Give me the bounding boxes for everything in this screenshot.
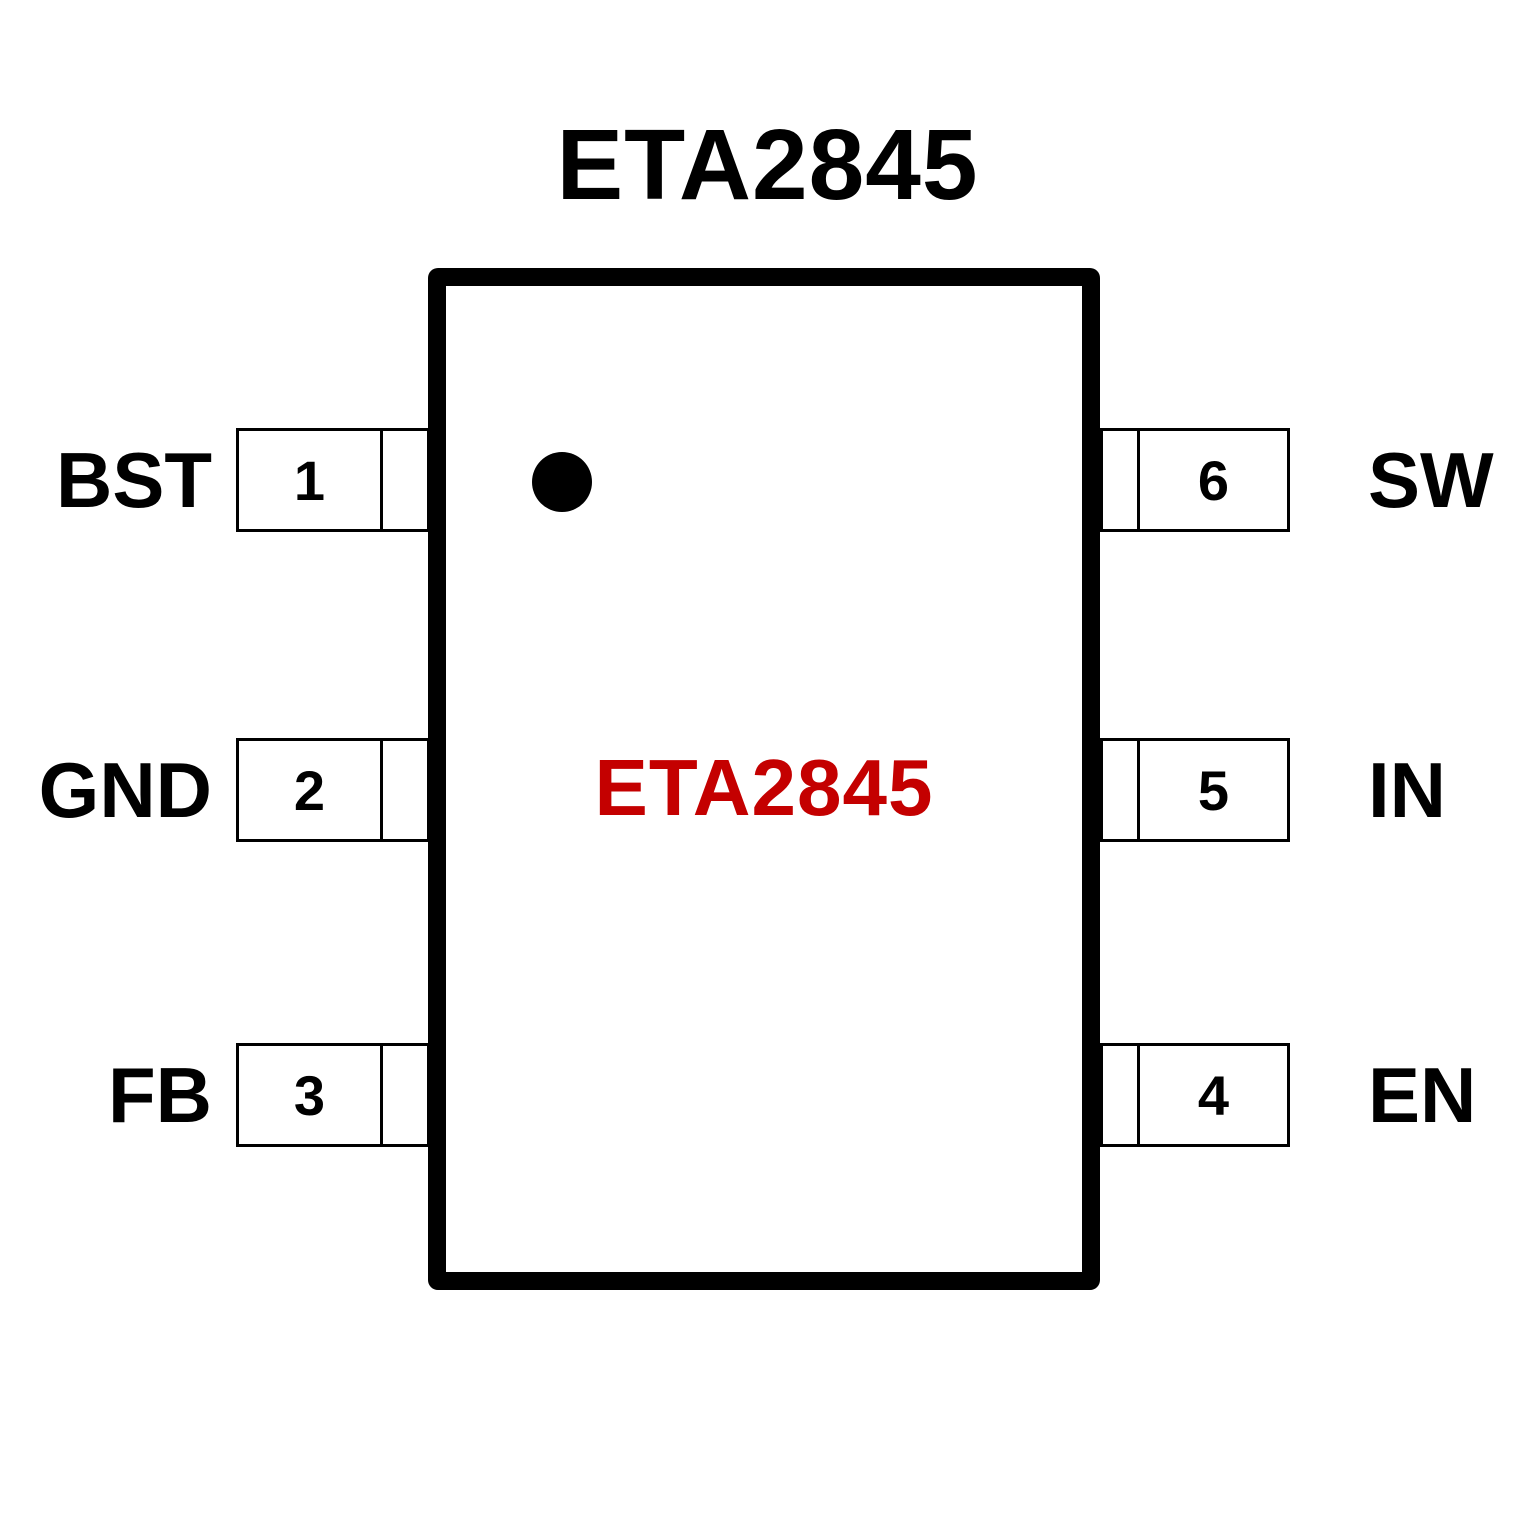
pin1-indicator-dot-icon (532, 452, 592, 512)
pin-lead-stub (1103, 741, 1140, 839)
pin-number-2: 2 (239, 741, 383, 839)
pin-label-sw: SW (1368, 436, 1494, 524)
pin-box-2: 2 (236, 738, 430, 842)
pin-box-4: 4 (1100, 1043, 1290, 1147)
pin-box-5: 5 (1100, 738, 1290, 842)
pin-label-fb: FB (108, 1051, 212, 1139)
pin-lead-stub (383, 1046, 427, 1144)
pin-number-3: 3 (239, 1046, 383, 1144)
pin-label-gnd: GND (38, 746, 212, 834)
chip-body (428, 268, 1100, 1290)
pin-label-bst: BST (56, 436, 212, 524)
diagram-title: ETA2845 (556, 109, 979, 221)
pin-lead-stub (383, 431, 427, 529)
pin-label-in: IN (1368, 746, 1446, 834)
pin-number-6: 6 (1197, 448, 1230, 512)
pin-lead-stub (383, 741, 427, 839)
pin-number-1: 1 (239, 431, 383, 529)
pin-label-en: EN (1368, 1051, 1477, 1139)
pin-lead-stub (1103, 431, 1140, 529)
pin-box-1: 1 (236, 428, 430, 532)
pin-lead-stub (1103, 1046, 1140, 1144)
pin-number-5: 5 (1197, 758, 1230, 822)
pin-box-3: 3 (236, 1043, 430, 1147)
pin-number-4: 4 (1197, 1063, 1230, 1127)
chip-part-number-label: ETA2845 (594, 743, 934, 832)
pin-box-6: 6 (1100, 428, 1290, 532)
